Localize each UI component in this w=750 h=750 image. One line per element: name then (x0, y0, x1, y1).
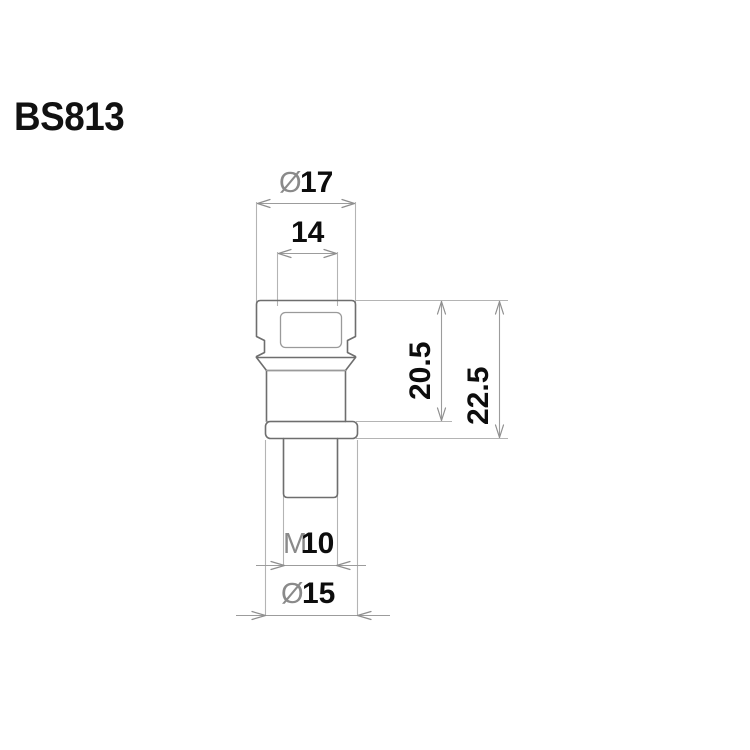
dimension-thread-m10: M 10 (256, 527, 366, 571)
arrowhead-m10-left (270, 560, 286, 571)
dimension-height-20-5: 20.5 (404, 300, 447, 422)
arrowhead-m10-right (335, 560, 351, 571)
page-title: BS813 (14, 95, 125, 139)
thread-symbol-m: M (283, 528, 307, 560)
arrowhead-20-5-bottom (436, 407, 447, 422)
arrowhead-20-5-top (436, 300, 447, 315)
threaded-stud (282, 437, 339, 499)
dimension-height-22-5: 22.5 (462, 300, 505, 439)
shoulder-chamfer (255, 356, 357, 372)
flange-head-profile (255, 299, 357, 359)
dimension-value-15: 15 (302, 577, 335, 610)
arrowhead-d17-left (256, 198, 271, 209)
part-outline (255, 299, 359, 499)
head-recess (279, 311, 343, 349)
arrowhead-d15-right (356, 610, 372, 621)
diameter-symbol-17: Ø (279, 167, 302, 199)
dimension-value-m10: 10 (301, 527, 334, 560)
arrowhead-d17-right (341, 198, 356, 209)
arrowhead-22-5-bottom (494, 424, 505, 439)
diameter-symbol-15: Ø (281, 578, 304, 610)
collar-flange (264, 420, 359, 440)
arrowhead-22-5-top (494, 300, 505, 315)
dimension-diameter-15: Ø 15 (236, 577, 390, 621)
dimension-diameter-17: Ø 17 (256, 166, 356, 209)
dimension-width-14: 14 (277, 216, 338, 259)
arrowhead-d15-left (251, 610, 267, 621)
cylindrical-body (265, 369, 347, 423)
arrowhead-14-left (277, 248, 292, 259)
dimension-value-17: 17 (300, 166, 333, 199)
dimension-value-14: 14 (291, 216, 325, 249)
arrowhead-14-right (323, 248, 338, 259)
dimension-value-22-5: 22.5 (462, 367, 495, 425)
dimension-value-20-5: 20.5 (404, 342, 437, 400)
